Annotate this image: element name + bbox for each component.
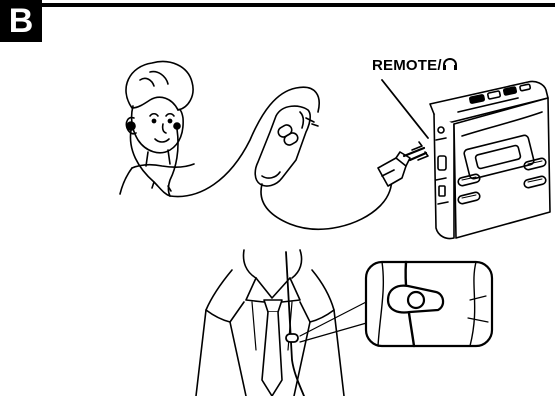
magnifier-leader-top (300, 300, 370, 336)
remote-control (255, 106, 318, 186)
jacket-and-tie (196, 250, 344, 396)
remote-jack-label: REMOTE/ (372, 57, 458, 74)
cassette-player (430, 81, 550, 238)
clip-detail-inset (366, 262, 492, 346)
plug (378, 142, 428, 186)
remote-cable (261, 176, 392, 229)
remote-jack-label-text: REMOTE/ (372, 57, 442, 74)
headphone-icon (442, 57, 458, 71)
callout-leader-line (382, 80, 428, 138)
